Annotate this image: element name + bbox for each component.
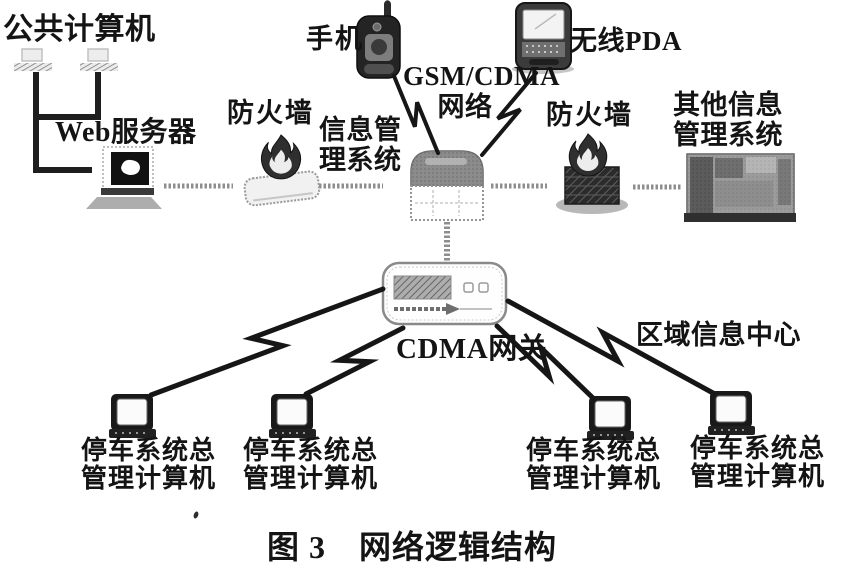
public-computer-icon — [14, 48, 52, 71]
other-info-mgmt-label: 其他信息 管理系统 — [673, 90, 783, 150]
mobile-phone-icon — [356, 0, 401, 79]
gsm-cdma-network-label: GSM/CDMA 网络 — [403, 61, 560, 122]
lightning-bolt-link — [505, 298, 716, 396]
cdma-gateway-router-icon — [381, 261, 508, 326]
parking-computer-label: 停车系统总 管理计算机 — [243, 436, 379, 493]
firewall-left-label: 防火墙 — [227, 98, 314, 128]
mainframe-icon — [684, 153, 796, 222]
web-server-label: Web服务器 — [55, 117, 197, 148]
parking-computer-label: 停车系统总 管理计算机 — [81, 436, 217, 493]
figure-caption: 图 3 网络逻辑结构 — [267, 529, 558, 565]
wireless-pda-icon — [512, 2, 574, 74]
parking-computer-label: 停车系统总 管理计算机 — [526, 436, 662, 493]
lightning-bolt-link — [480, 71, 538, 157]
firewall-icon — [243, 134, 321, 207]
cdma-gateway-label: CDMA网关 — [396, 333, 548, 365]
workstation-monitor-icon — [708, 391, 755, 435]
lightning-bolt-link — [148, 286, 386, 398]
workstation-monitor-icon — [109, 394, 156, 438]
firewall-right-label: 防火墙 — [546, 100, 633, 130]
regional-info-center-label: 区域信息中心 — [636, 320, 801, 350]
wireless-pda-label: 无线PDA — [570, 26, 682, 56]
lan-bus-lines — [33, 72, 101, 173]
public-computer-icon — [80, 48, 118, 71]
public-computers-label: 公共计算机 — [3, 13, 156, 46]
mobile-phone-label: 手机 — [306, 24, 364, 54]
wireless-bolt-links — [148, 71, 716, 401]
workstation-monitor-icon — [269, 394, 316, 438]
lightning-bolt-link — [392, 74, 440, 155]
web-server-icon — [86, 146, 162, 209]
dashed-link — [164, 183, 681, 261]
info-mgmt-system-label: 信息管 理系统 — [319, 115, 402, 175]
workstation-monitor-icon — [587, 396, 634, 440]
firewall-icon — [556, 133, 628, 214]
info-management-server-icon — [410, 150, 484, 221]
parking-computer-label: 停车系统总 管理计算机 — [690, 434, 826, 491]
lightning-bolt-link — [494, 323, 596, 401]
stray-ink-mark — [193, 511, 199, 519]
lightning-bolt-link — [303, 325, 406, 397]
